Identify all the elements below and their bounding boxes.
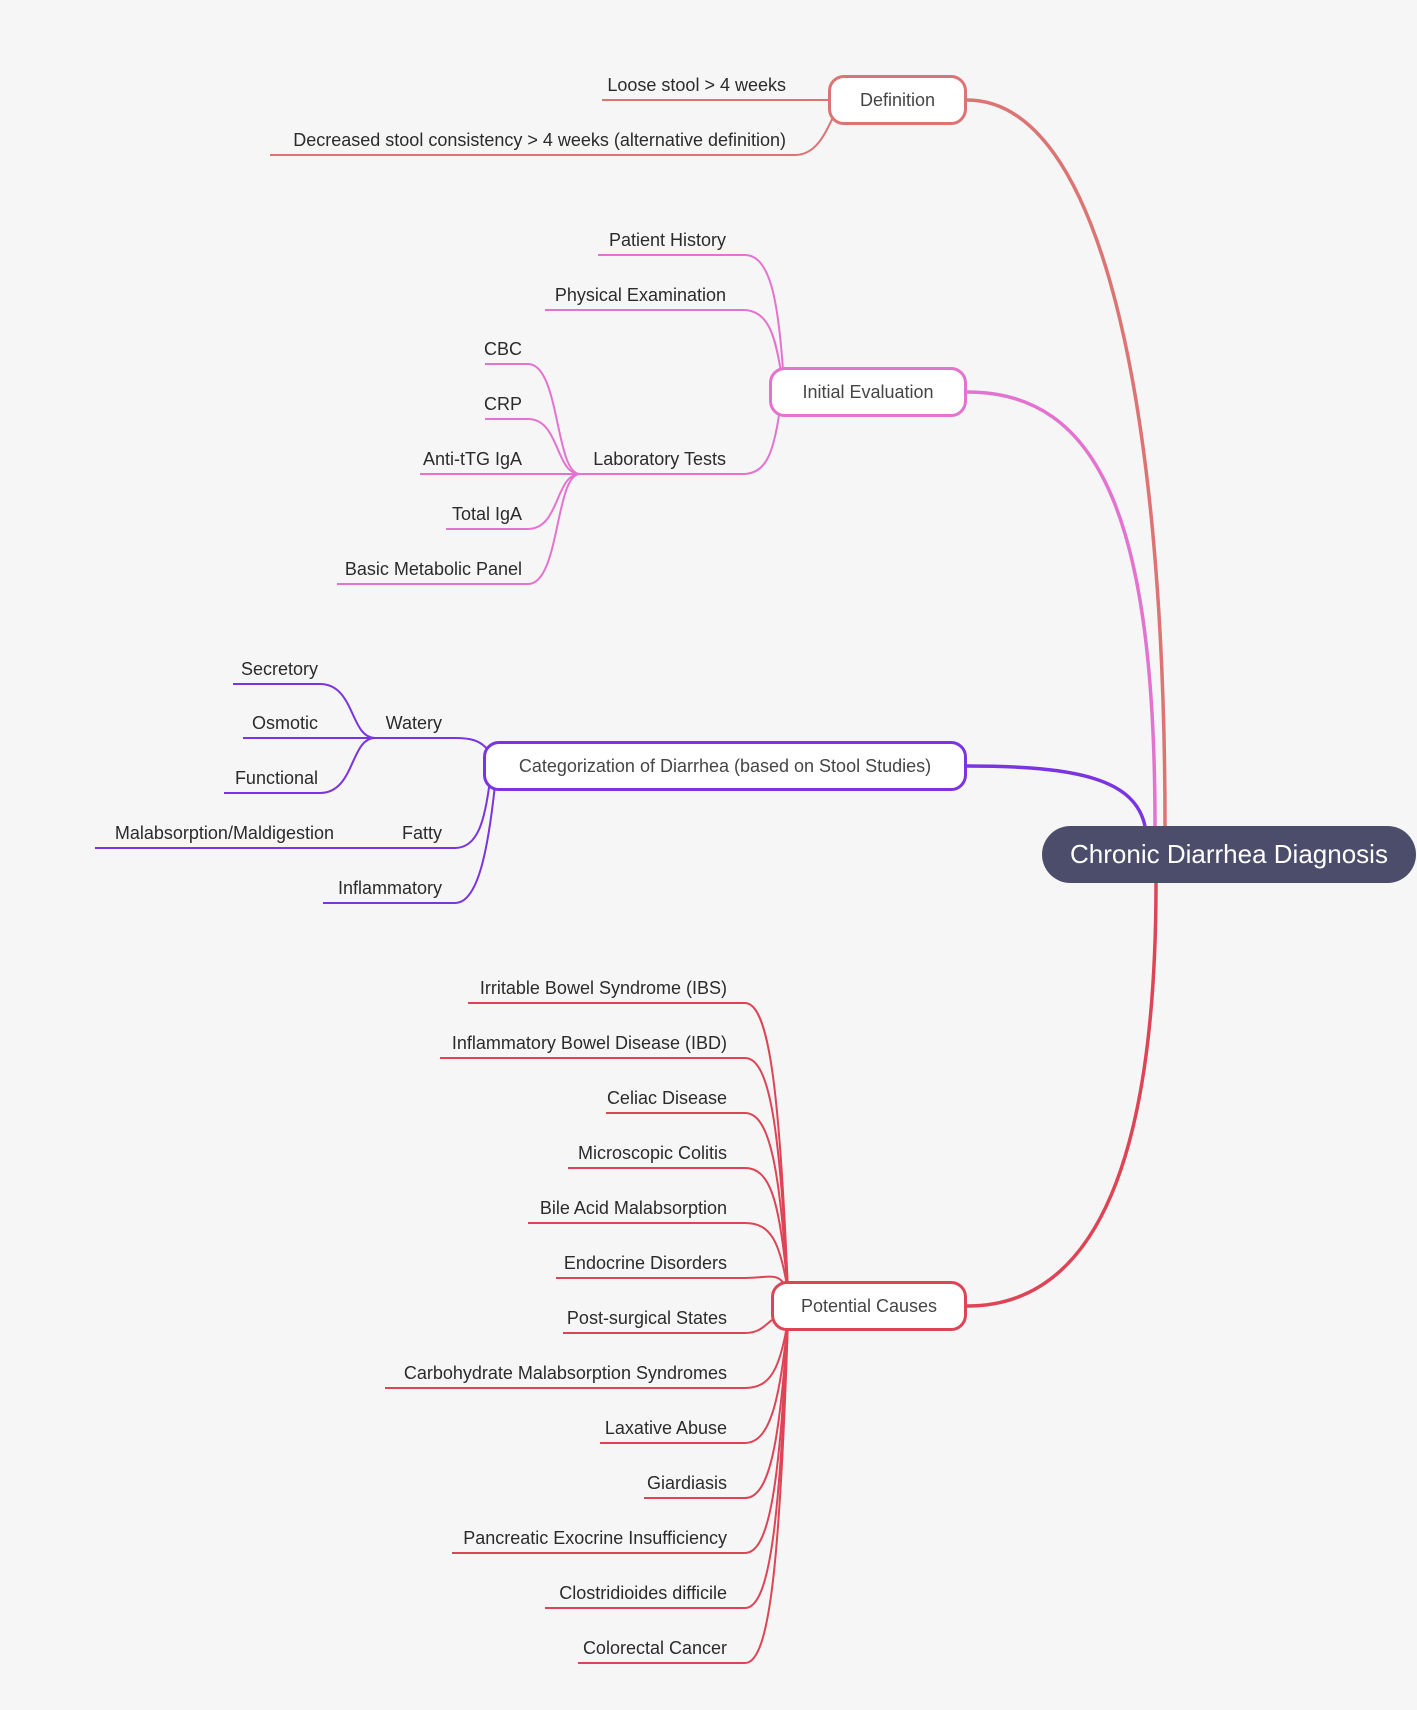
link-cause-3 <box>568 1167 789 1293</box>
leaf-cause-9[interactable]: Giardiasis <box>380 1466 727 1498</box>
leaf-label: Carbohydrate Malabsorption Syndromes <box>403 1363 727 1383</box>
root-node[interactable]: Chronic Diarrhea Diagnosis <box>1042 826 1416 883</box>
leaf-label: Endocrine Disorders <box>563 1253 727 1273</box>
link-initial-physical-exam <box>545 309 782 373</box>
link-cause-4 <box>528 1222 789 1293</box>
branch-definition[interactable]: Definition <box>828 75 967 125</box>
branch-definition-label: Definition <box>859 89 936 110</box>
sub-label: Fatty <box>401 823 442 843</box>
leaf-label: Pancreatic Exocrine Insufficiency <box>463 1528 727 1548</box>
leaf-label: Anti-tTG IgA <box>422 449 522 469</box>
link-cause-12 <box>578 1319 789 1664</box>
leaf-label: Secretory <box>240 659 318 679</box>
leaf-label: Total IgA <box>451 504 522 524</box>
leaf-cause-8[interactable]: Laxative Abuse <box>380 1411 727 1443</box>
link-watery-functional <box>224 737 376 794</box>
leaf-cause-12[interactable]: Colorectal Cancer <box>380 1631 727 1663</box>
leaf-cause-0[interactable]: Irritable Bowel Syndrome (IBS) <box>380 971 727 1003</box>
leaf-functional[interactable]: Functional <box>200 761 318 793</box>
leaf-cause-3[interactable]: Microscopic Colitis <box>380 1136 727 1168</box>
leaf-definition-1[interactable]: Decreased stool consistency > 4 weeks (a… <box>180 123 786 155</box>
leaf-patient-history[interactable]: Patient History <box>420 223 726 255</box>
root-label: Chronic Diarrhea Diagnosis <box>1070 839 1388 869</box>
leaf-secretory[interactable]: Secretory <box>200 652 318 684</box>
branch-categorization[interactable]: Categorization of Diarrhea (based on Sto… <box>483 741 967 791</box>
link-lab-bmp <box>337 473 581 585</box>
leaf-label: Patient History <box>608 230 726 250</box>
link-lab-total-iga <box>446 473 581 530</box>
link-cat-fatty <box>95 779 491 849</box>
link-root-potential-causes <box>966 882 1158 1308</box>
sub-watery[interactable]: Watery <box>360 706 442 738</box>
branch-initial-evaluation-label: Initial Evaluation <box>802 381 934 402</box>
leaf-cause-6[interactable]: Post-surgical States <box>380 1301 727 1333</box>
leaf-lab-cbc[interactable]: CBC <box>300 332 522 364</box>
leaf-osmotic[interactable]: Osmotic <box>200 706 318 738</box>
link-cause-6 <box>563 1319 773 1334</box>
link-lab-cbc <box>485 363 581 475</box>
leaf-label: Laxative Abuse <box>604 1418 727 1438</box>
leaf-label: Bile Acid Malabsorption <box>539 1198 727 1218</box>
leaf-lab-total-iga[interactable]: Total IgA <box>300 497 522 529</box>
leaf-label: Irritable Bowel Syndrome (IBS) <box>479 978 727 998</box>
link-root-categorization <box>966 764 1147 827</box>
branch-potential-causes-label: Potential Causes <box>800 1295 938 1316</box>
leaf-label: Physical Examination <box>554 285 726 305</box>
link-cause-5 <box>556 1275 789 1293</box>
link-cause-7 <box>385 1319 789 1389</box>
link-cause-8 <box>600 1319 789 1444</box>
leaf-label: Osmotic <box>251 713 318 733</box>
sub-inflammatory[interactable]: Inflammatory <box>300 871 442 903</box>
link-cat-inflammatory <box>323 784 496 904</box>
link-cause-1 <box>440 1057 789 1293</box>
leaf-label: Microscopic Colitis <box>577 1143 727 1163</box>
sub-label: Laboratory Tests <box>593 449 726 469</box>
leaf-label: Inflammatory Bowel Disease (IBD) <box>451 1033 727 1053</box>
leaf-physical-examination[interactable]: Physical Examination <box>420 278 726 310</box>
leaf-label: CRP <box>483 394 522 414</box>
leaf-label: Celiac Disease <box>606 1088 727 1108</box>
leaf-label: Post-surgical States <box>566 1308 727 1328</box>
leaf-label: Clostridioides difficile <box>559 1583 727 1603</box>
link-lab-crp <box>485 418 581 475</box>
leaf-lab-crp[interactable]: CRP <box>300 387 522 419</box>
leaf-lab-anti-ttg-iga[interactable]: Anti-tTG IgA <box>300 442 522 474</box>
sub-label: Inflammatory <box>337 878 442 898</box>
leaf-label: Functional <box>234 768 318 788</box>
leaf-label: Decreased stool consistency > 4 weeks (a… <box>293 130 786 150</box>
leaf-label: Basic Metabolic Panel <box>344 559 522 579</box>
link-watery-secretory <box>233 683 376 739</box>
leaf-cause-4[interactable]: Bile Acid Malabsorption <box>380 1191 727 1223</box>
leaf-cause-2[interactable]: Celiac Disease <box>380 1081 727 1113</box>
leaf-cause-5[interactable]: Endocrine Disorders <box>380 1246 727 1278</box>
link-initial-lab-tests <box>580 414 780 475</box>
branch-potential-causes[interactable]: Potential Causes <box>771 1281 967 1331</box>
leaf-cause-7[interactable]: Carbohydrate Malabsorption Syndromes <box>380 1356 727 1388</box>
sub-fatty[interactable]: Fatty <box>360 816 442 848</box>
leaf-label: CBC <box>483 339 522 359</box>
link-cat-watery <box>375 737 489 751</box>
leaf-lab-basic-metabolic-panel[interactable]: Basic Metabolic Panel <box>300 552 522 584</box>
link-cause-2 <box>606 1112 789 1293</box>
leaf-label: Giardiasis <box>646 1473 727 1493</box>
sub-laboratory-tests[interactable]: Laboratory Tests <box>420 442 726 474</box>
branch-categorization-label: Categorization of Diarrhea (based on Sto… <box>518 755 932 776</box>
leaf-definition-0[interactable]: Loose stool > 4 weeks <box>420 68 786 100</box>
link-initial-patient-history <box>598 254 784 371</box>
link-root-initial-evaluation <box>966 390 1157 827</box>
link-definition-leaf-1 <box>270 116 834 156</box>
leaf-label: Malabsorption/Maldigestion <box>114 823 334 843</box>
branch-initial-evaluation[interactable]: Initial Evaluation <box>769 367 967 417</box>
link-root-definition <box>966 98 1167 827</box>
leaf-cause-10[interactable]: Pancreatic Exocrine Insufficiency <box>380 1521 727 1553</box>
leaf-malabsorption-maldigestion[interactable]: Malabsorption/Maldigestion <box>60 816 334 848</box>
sub-label: Watery <box>385 713 442 733</box>
leaf-label: Loose stool > 4 weeks <box>607 75 786 95</box>
leaf-cause-1[interactable]: Inflammatory Bowel Disease (IBD) <box>380 1026 727 1058</box>
leaf-label: Colorectal Cancer <box>582 1638 727 1658</box>
leaf-cause-11[interactable]: Clostridioides difficile <box>380 1576 727 1608</box>
